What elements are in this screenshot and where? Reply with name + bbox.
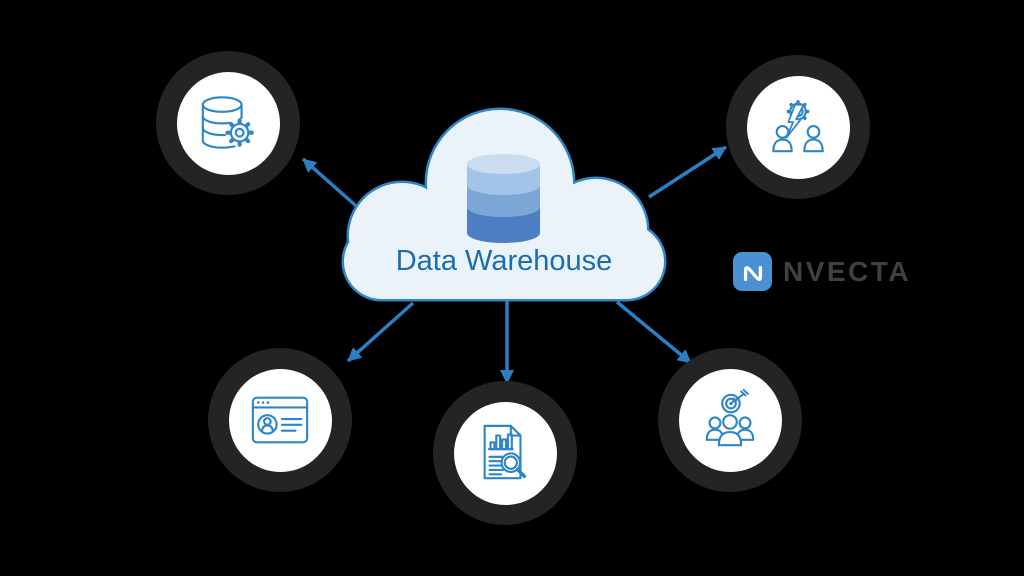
browser-profile-icon: [251, 396, 309, 444]
database-gear-icon: [201, 96, 254, 149]
report-magnifier-icon: [483, 424, 527, 480]
arrow-to-bottom-right: [615, 300, 693, 365]
node-circle: [678, 368, 782, 472]
database-cylinder-icon: [467, 154, 540, 243]
nvecta-logo: NVECTA: [733, 252, 911, 291]
team-target-icon: [705, 389, 755, 447]
node-circle: [176, 71, 280, 175]
nvecta-logo-text: NVECTA: [783, 255, 912, 287]
node-circle: [746, 75, 850, 179]
node-team-process-automation: [726, 55, 870, 199]
node-database-management: [156, 51, 300, 195]
nvecta-logo-mark: [733, 252, 772, 291]
data-warehouse-cloud: [341, 107, 667, 302]
cloud-label: Data Warehouse: [395, 245, 613, 277]
node-report-analysis: [433, 381, 577, 525]
node-user-profile-portal: [208, 348, 352, 492]
arrow-to-bottom-left: [346, 301, 415, 363]
users-gear-lightning-icon: [772, 99, 824, 153]
nvecta-wave-icon: [743, 265, 762, 281]
arrow-to-top-right: [648, 145, 727, 199]
node-circle: [453, 401, 557, 505]
node-circle: [228, 368, 332, 472]
node-audience-targeting: [658, 348, 802, 492]
